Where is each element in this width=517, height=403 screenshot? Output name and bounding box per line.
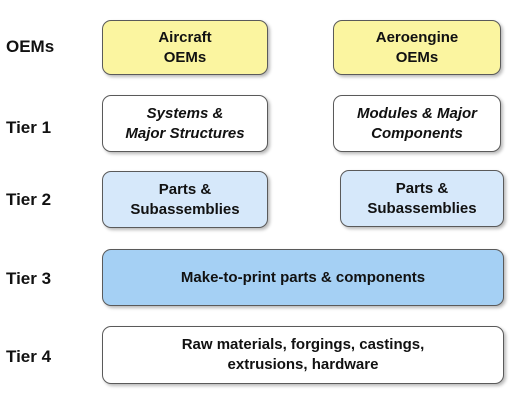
raw-materials-box: Raw materials, forgings, castings, extru… bbox=[102, 326, 504, 384]
parts-subassemblies-right-text: Parts & Subassemblies bbox=[367, 179, 477, 217]
systems-structures-box: Systems & Major Structures bbox=[102, 95, 268, 152]
tier-label-tier4: Tier 4 bbox=[6, 347, 52, 366]
aeroengine-oems-box: Aeroengine OEMs bbox=[333, 20, 501, 75]
modules-components-text: Modules & Major Components bbox=[356, 104, 477, 142]
make-to-print-box: Make-to-print parts & components bbox=[102, 249, 504, 306]
tier-label-tier1: Tier 1 bbox=[6, 118, 52, 137]
aircraft-oems-box: Aircraft OEMs bbox=[102, 20, 268, 75]
tier-label-tier2: Tier 2 bbox=[6, 190, 52, 209]
aeroengine-oems-text: Aeroengine OEMs bbox=[375, 28, 459, 66]
tier-label-oems: OEMs bbox=[6, 37, 55, 56]
parts-subassemblies-right-box: Parts & Subassemblies bbox=[340, 170, 504, 227]
parts-subassemblies-left-box: Parts & Subassemblies bbox=[102, 171, 268, 228]
make-to-print-text: Make-to-print parts & components bbox=[180, 268, 426, 286]
raw-materials-text: Raw materials, forgings, castings, extru… bbox=[181, 336, 425, 373]
tier-label-tier3: Tier 3 bbox=[6, 269, 52, 288]
aircraft-oems-text: Aircraft OEMs bbox=[158, 28, 212, 66]
parts-subassemblies-left-text: Parts & Subassemblies bbox=[130, 180, 240, 218]
systems-structures-text: Systems & Major Structures bbox=[125, 104, 245, 142]
modules-components-box: Modules & Major Components bbox=[333, 95, 501, 152]
